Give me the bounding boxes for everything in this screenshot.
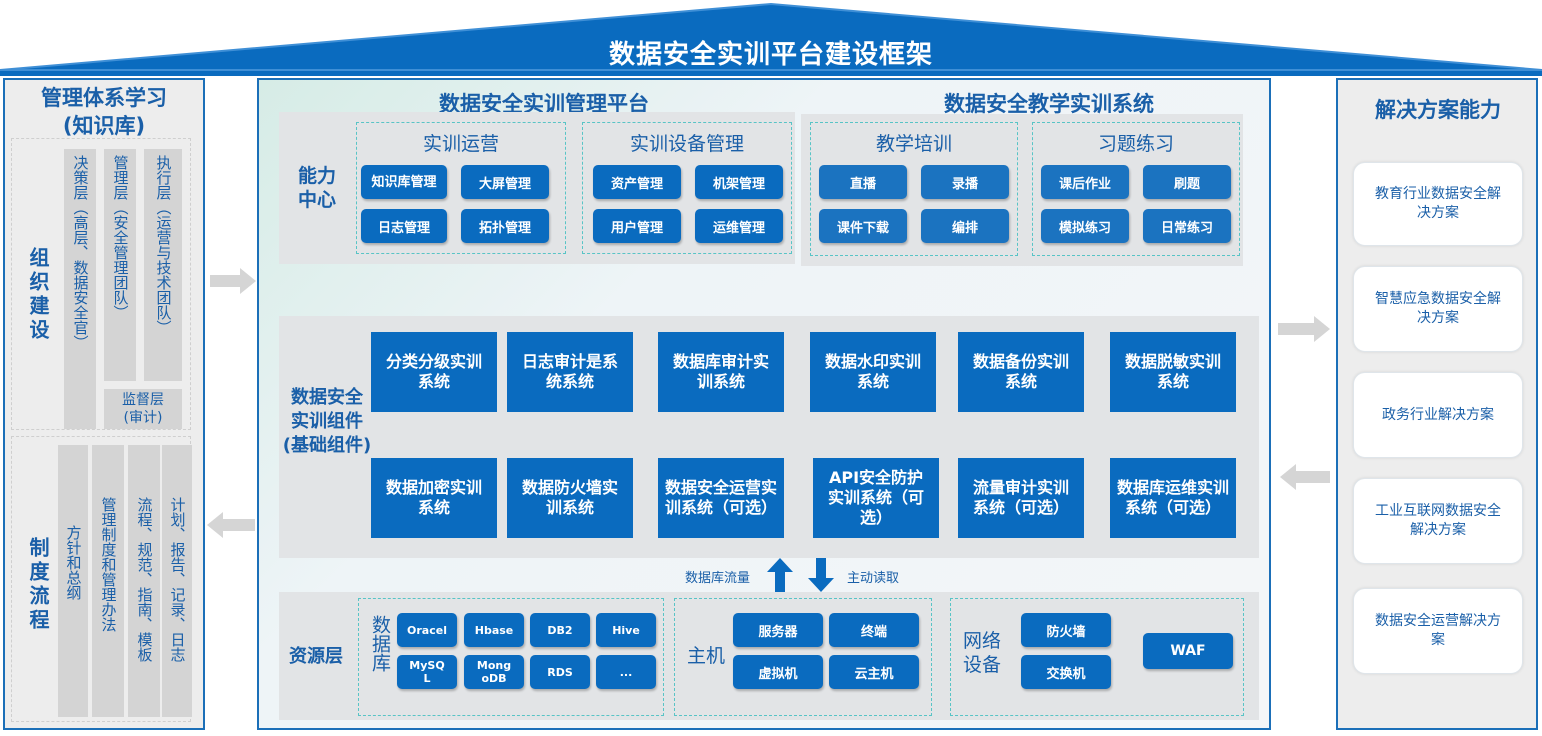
component-sec-ops[interactable]: 数据安全运营实训系统（可选）: [658, 458, 784, 538]
left-panel: 管理体系学习 (知识库) 组织建设 决策层（高层、数据安全官） 管理层（安全管理…: [3, 78, 205, 730]
arrow-up-icon: [767, 558, 793, 596]
resource-host-group: 主机 服务器 终端 虚拟机 云主机: [674, 598, 932, 716]
arrow-left-icon: [1280, 464, 1330, 494]
solution-emergency[interactable]: 智慧应急数据安全解决方案: [1353, 266, 1523, 352]
teaching-title: 数据安全教学实训系统: [944, 92, 1154, 116]
btn-user-mgmt[interactable]: 用户管理: [593, 209, 681, 243]
roof-banner: [0, 0, 1542, 76]
flow-up-label: 数据库流量: [685, 571, 751, 586]
arrow-right-icon: [210, 268, 256, 298]
group-title-exercises: 习题练习: [1097, 133, 1174, 155]
process-col-templates: 流程、规范、指南、模板: [128, 445, 160, 717]
btn-rack-mgmt[interactable]: 机架管理: [695, 165, 783, 199]
db-oracel[interactable]: Oracel: [397, 613, 457, 647]
btn-mock[interactable]: 模拟练习: [1041, 209, 1129, 243]
btn-daily[interactable]: 日常练习: [1143, 209, 1231, 243]
capability-label: 能力 中心: [297, 165, 336, 211]
db-hive[interactable]: Hive: [596, 613, 656, 647]
left-panel-title: 管理体系学习 (知识库): [41, 86, 167, 138]
group-teaching: 教学培训 直播 录播 课件下载 编排: [810, 122, 1018, 256]
solution-education[interactable]: 教育行业数据安全解决方案: [1353, 162, 1523, 246]
btn-arrange[interactable]: 编排: [921, 209, 1009, 243]
arrow-left-icon: [207, 512, 255, 542]
net-waf[interactable]: WAF: [1143, 633, 1233, 669]
resource-network-group: 网络设备 防火墙 交换机 WAF: [950, 598, 1244, 716]
component-log-audit[interactable]: 日志审计是系统系统: [507, 332, 633, 412]
btn-live[interactable]: 直播: [819, 165, 907, 199]
db-rds[interactable]: RDS: [530, 655, 590, 689]
component-api-protection[interactable]: API安全防护实训系统（可选）: [813, 458, 939, 538]
host-vm[interactable]: 虚拟机: [733, 655, 823, 689]
resources-label: 资源层: [289, 646, 343, 667]
host-terminal[interactable]: 终端: [829, 613, 919, 647]
resource-db-title: 数据库: [369, 615, 391, 672]
group-title-teaching: 教学培训: [875, 133, 952, 155]
group-exercises: 习题练习 课后作业 刷题 模拟练习 日常练习: [1032, 122, 1240, 256]
component-db-ops[interactable]: 数据库运维实训系统（可选）: [1110, 458, 1236, 538]
resource-db-group: 数据库 Oracel Hbase DB2 Hive MySQL MongoDB …: [358, 598, 664, 716]
host-server[interactable]: 服务器: [733, 613, 823, 647]
group-title-device-mgmt: 实训设备管理: [629, 133, 744, 155]
resource-network-title: 网络设备: [963, 630, 1002, 676]
db-mysql[interactable]: MySQL: [397, 655, 457, 689]
org-block: 组织建设 决策层（高层、数据安全官） 管理层（安全管理团队） 执行层（运营与技术…: [11, 138, 191, 430]
resource-host-title: 主机: [687, 645, 726, 667]
component-desensitization[interactable]: 数据脱敏实训系统: [1110, 332, 1236, 412]
arrow-right-icon: [1278, 316, 1330, 346]
group-title-training-ops: 实训运营: [422, 133, 499, 155]
right-panel: 解决方案能力 教育行业数据安全解决方案 智慧应急数据安全解决方案 政务行业解决方…: [1336, 78, 1538, 730]
host-cloud[interactable]: 云主机: [829, 655, 919, 689]
group-device-mgmt: 实训设备管理 资产管理 机架管理 用户管理 运维管理: [582, 122, 792, 254]
org-col-execution: 执行层（运营与技术团队）: [144, 149, 182, 381]
btn-knowledge-base[interactable]: 知识库管理: [361, 165, 447, 199]
component-db-firewall[interactable]: 数据防火墙实训系统: [507, 458, 633, 538]
component-db-audit[interactable]: 数据库审计实训系统: [658, 332, 784, 412]
group-training-ops: 实训运营 知识库管理 大屏管理 日志管理 拓扑管理: [356, 122, 566, 254]
right-panel-title: 解决方案能力: [1375, 98, 1501, 122]
process-col-rules: 管理制度和管理办法: [92, 445, 124, 717]
db-more[interactable]: ...: [596, 655, 656, 689]
btn-homework[interactable]: 课后作业: [1041, 165, 1129, 199]
org-label: 组织建设: [26, 247, 50, 343]
solution-industrial-internet[interactable]: 工业互联网数据安全解决方案: [1353, 478, 1523, 564]
component-traffic-audit[interactable]: 流量审计实训系统（可选）: [958, 458, 1084, 538]
solution-government[interactable]: 政务行业解决方案: [1353, 372, 1523, 458]
center-panel: 数据安全实训管理平台 数据安全教学实训系统 能力 中心 实训运营 知识库管理 大…: [257, 78, 1271, 730]
btn-asset-mgmt[interactable]: 资产管理: [593, 165, 681, 199]
component-watermark[interactable]: 数据水印实训系统: [810, 332, 936, 412]
net-switch[interactable]: 交换机: [1021, 655, 1111, 689]
org-supervision: 监督层 (审计): [104, 389, 182, 429]
db-db2[interactable]: DB2: [530, 613, 590, 647]
arrow-down-icon: [808, 558, 834, 596]
btn-topology-mgmt[interactable]: 拓扑管理: [461, 209, 549, 243]
process-label: 制度流程: [26, 537, 50, 633]
btn-record[interactable]: 录播: [921, 165, 1009, 199]
component-classification[interactable]: 分类分级实训系统: [371, 332, 497, 412]
org-col-decision: 决策层（高层、数据安全官）: [64, 149, 96, 429]
btn-courseware[interactable]: 课件下载: [819, 209, 907, 243]
net-firewall[interactable]: 防火墙: [1021, 613, 1111, 647]
org-col-management: 管理层（安全管理团队）: [104, 149, 136, 381]
db-mongodb[interactable]: MongoDB: [464, 655, 524, 689]
flow-down-label: 主动读取: [847, 571, 900, 586]
process-block: 制度流程 方针和总纲 管理制度和管理办法 流程、规范、指南、模板 计划、报告、记…: [11, 436, 192, 722]
process-col-policy: 方针和总纲: [58, 445, 88, 717]
btn-screen-mgmt[interactable]: 大屏管理: [461, 165, 549, 199]
db-hbase[interactable]: Hbase: [464, 613, 524, 647]
main-title: 数据安全实训平台建设框架: [608, 40, 933, 70]
component-encryption[interactable]: 数据加密实训系统: [371, 458, 497, 538]
btn-drill[interactable]: 刷题: [1143, 165, 1231, 199]
solution-security-ops[interactable]: 数据安全运营解决方案: [1353, 588, 1523, 674]
btn-log-mgmt[interactable]: 日志管理: [361, 209, 447, 243]
process-col-logs: 计划、报告、记录、日志: [162, 445, 192, 717]
component-backup[interactable]: 数据备份实训系统: [958, 332, 1084, 412]
components-label: 数据安全 实训组件 (基础组件): [282, 387, 372, 456]
btn-ops-mgmt[interactable]: 运维管理: [695, 209, 783, 243]
